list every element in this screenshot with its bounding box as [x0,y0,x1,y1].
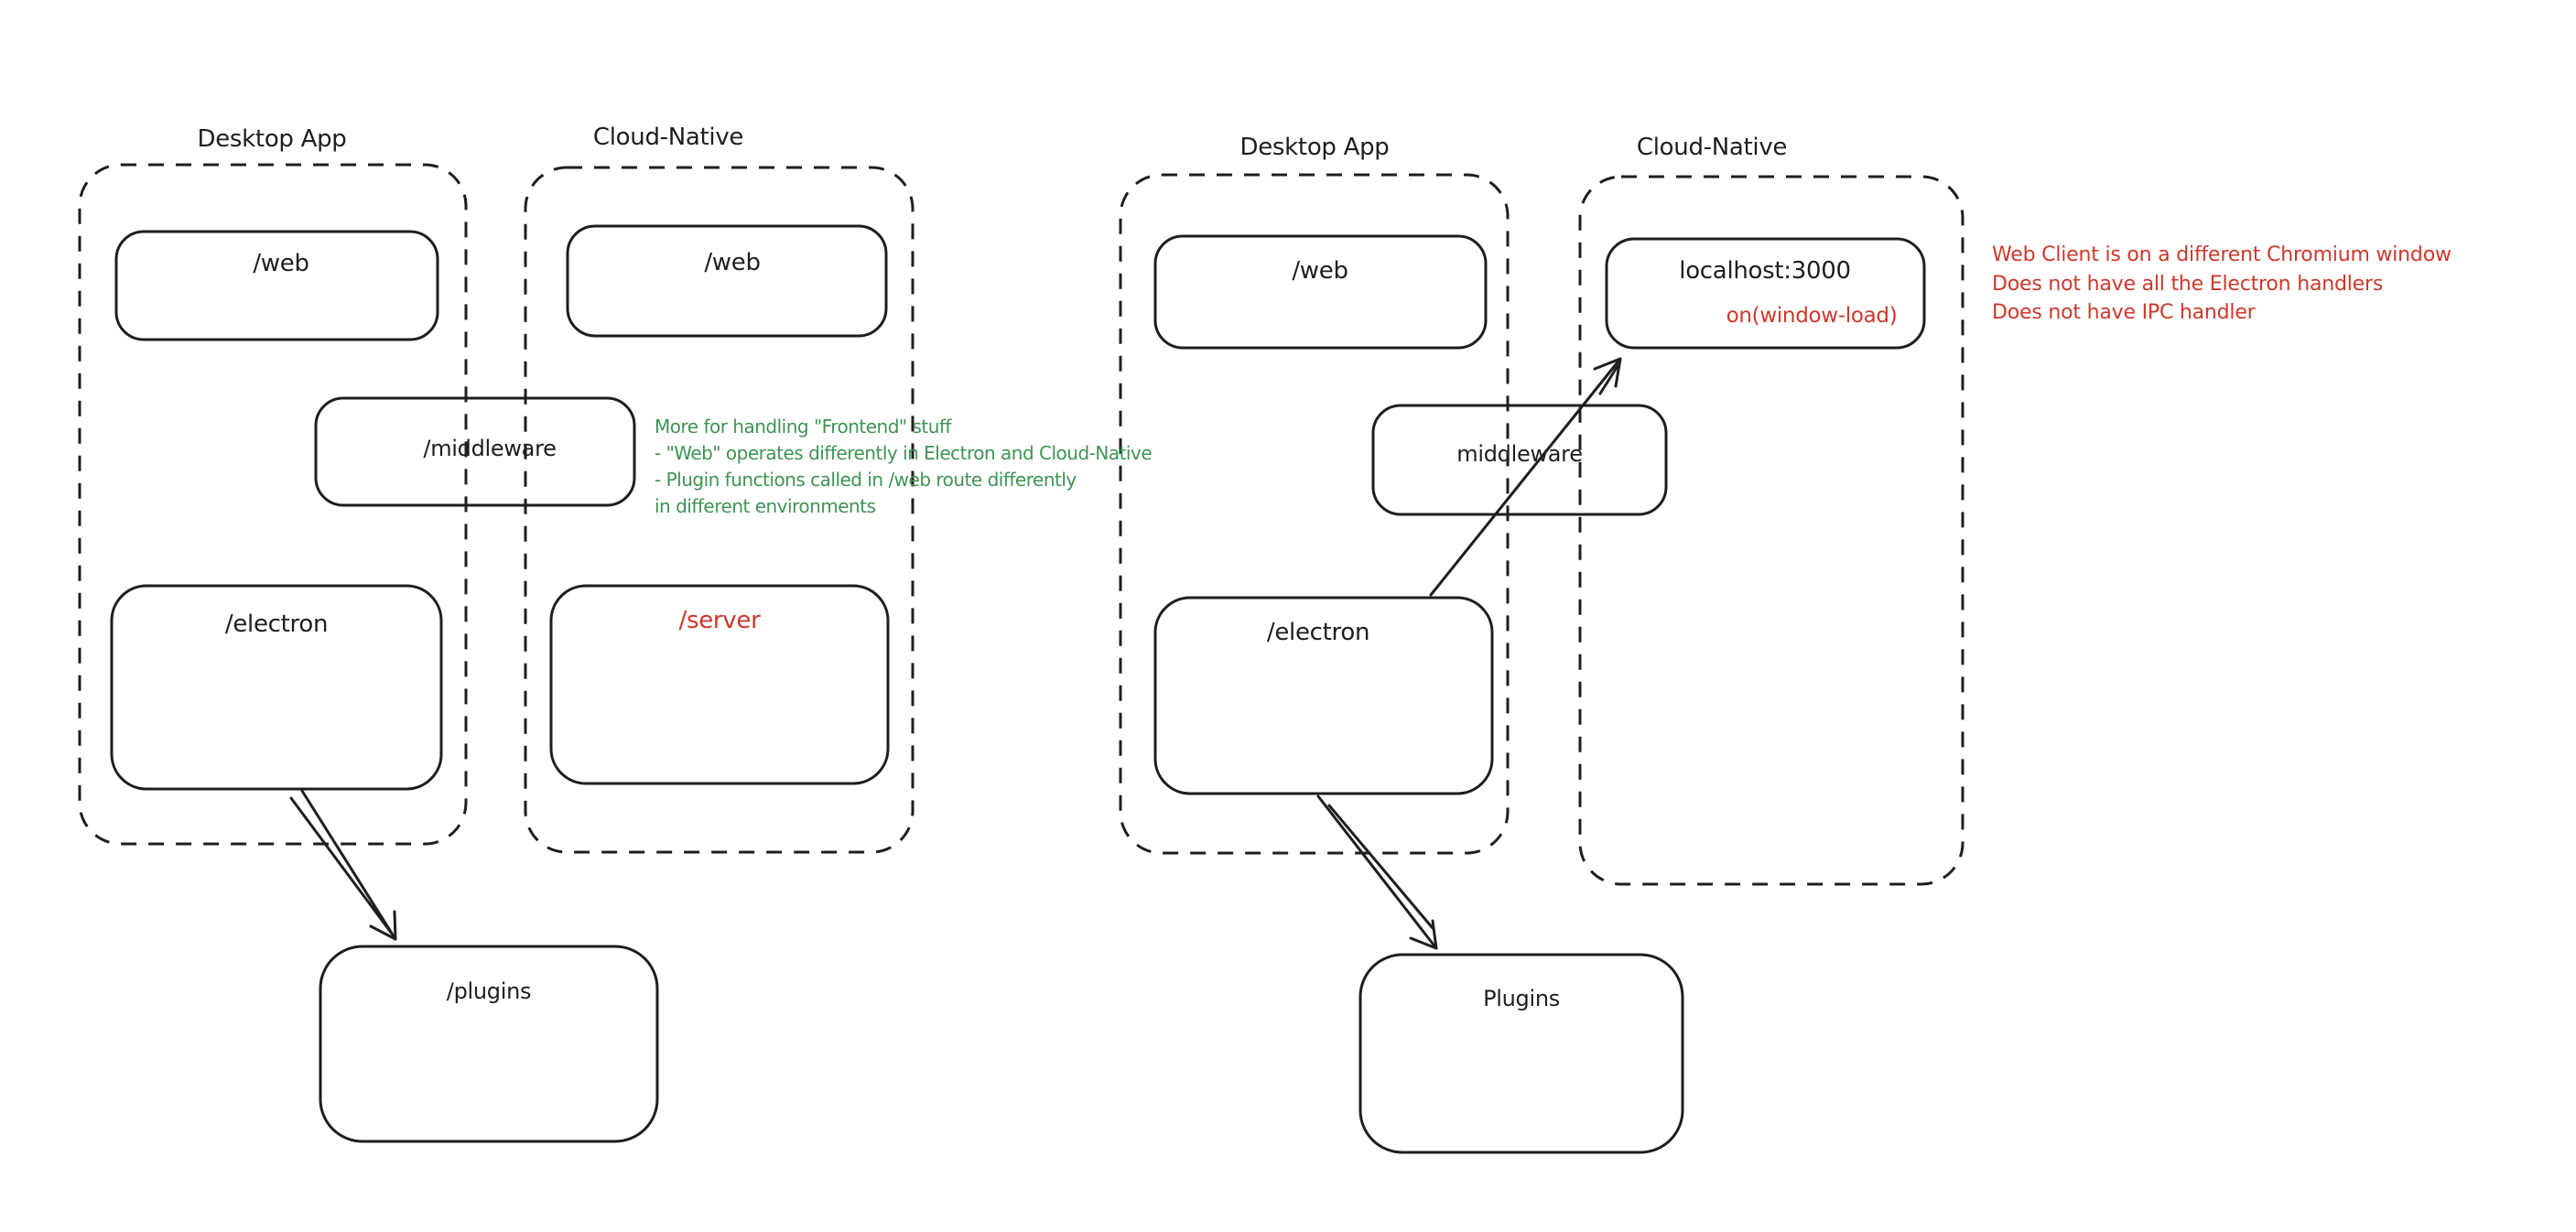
note-green-middleware[interactable]: More for handling "Frontend" stuff - "We… [655,414,1153,520]
box-web-right[interactable] [1153,234,1488,350]
note-line: More for handling "Frontend" stuff [655,416,951,438]
arrow-electron-to-localhost[interactable] [1429,357,1622,597]
box-electron-right[interactable] [1153,596,1494,795]
container-cloud-right[interactable] [1578,175,1964,886]
box-middleware-right[interactable] [1371,404,1668,516]
arrow-electron-to-plugins-left[interactable] [289,789,397,941]
box-plugins-right[interactable] [1358,953,1684,1154]
label-electron-left: /electron [224,611,329,638]
title-cloud-right[interactable]: Cloud-Native [1636,134,1788,161]
label-web-right: /web [1292,257,1348,285]
box-server-left[interactable] [549,584,890,785]
label-server-left: /server [678,607,761,634]
box-localhost[interactable] [1605,237,1926,350]
note-line: Does not have IPC handler [1992,301,2256,324]
box-middleware-left[interactable] [314,396,636,507]
label-middleware-right: middleware [1456,441,1583,467]
arrow-electron-to-plugins-right[interactable] [1316,794,1438,950]
title-desktop-left[interactable]: Desktop App [197,125,347,153]
label-window-load: on(window-load) [1726,304,1898,328]
label-web-cloud-left: /web [704,249,761,276]
label-localhost: localhost:3000 [1679,257,1851,285]
box-plugins-left[interactable] [319,945,659,1143]
note-line: Does not have all the Electron handlers [1992,272,2384,296]
box-web-desktop-left[interactable] [114,230,439,341]
note-line: in different environments [655,495,876,517]
note-red-web-client[interactable]: Web Client is on a different Chromium wi… [1992,241,2452,328]
title-desktop-right[interactable]: Desktop App [1239,134,1390,161]
note-line: Web Client is on a different Chromium wi… [1992,243,2452,266]
label-middleware-left: /middleware [423,436,557,461]
box-web-cloud-left[interactable] [566,224,888,338]
label-electron-right: /electron [1266,619,1370,646]
box-electron-left[interactable] [110,584,443,791]
title-cloud-left[interactable]: Cloud-Native [592,124,744,151]
label-plugins-right: Plugins [1483,986,1560,1011]
note-line: - "Web" operates differently in Electron… [655,442,1153,464]
label-web-desktop-left: /web [253,250,309,277]
note-line: - Plugin functions called in /web route … [655,469,1077,491]
container-cloud-left[interactable] [524,166,915,854]
label-plugins-left: /plugins [446,978,532,1004]
